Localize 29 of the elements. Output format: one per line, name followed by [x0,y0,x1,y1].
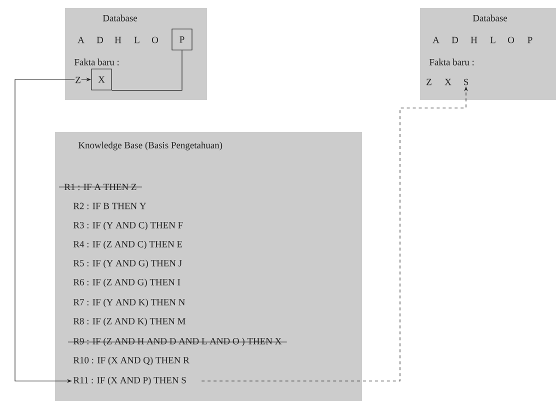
fact-letter: L [490,36,496,44]
rule-text: R6 : IF (Z AND G) THEN I [73,278,180,288]
connector [112,50,182,91]
rule-text: R11 : IF (X AND P) THEN S [73,376,186,386]
rule-text: R4 : IF (Z AND C) THEN E [73,240,182,250]
fact-letter: P [528,36,532,44]
fact-letter: L [134,36,140,44]
rule-text: R10 : IF (X AND Q) THEN R [73,356,190,366]
fact-letter: D [452,36,458,44]
fact-letter: A [78,36,84,44]
rule-text: R7 : IF (Y AND K) THEN N [73,298,185,308]
struck-rule: R1 : IF A THEN Z [58,184,142,190]
fact-letter: X [444,78,452,86]
rule-text: R2 : IF B THEN Y [73,202,146,210]
rule-text: R8 : IF (Z AND K) THEN M [73,318,186,326]
fact-letter: O [508,36,514,44]
fact-letter: S [464,78,468,86]
rule-text: R5 : IF (Y AND G) THEN J [73,260,182,268]
fact-letter: H [114,36,122,44]
label: Fakta baru : [429,58,474,66]
fact-letter: D [96,36,104,44]
fact-letter: A [432,36,440,44]
fact-letter: Z [426,78,432,86]
struck-rule: R9 : IF (Z AND H AND D AND L AND O ) THEN X [68,338,288,346]
fact-letter: O [152,36,158,44]
letter-box: X [91,68,112,90]
fact-letter: H [470,36,478,44]
letter-box: P [172,28,192,50]
rule-text: R3 : IF (Y AND C) THEN F [73,222,183,230]
